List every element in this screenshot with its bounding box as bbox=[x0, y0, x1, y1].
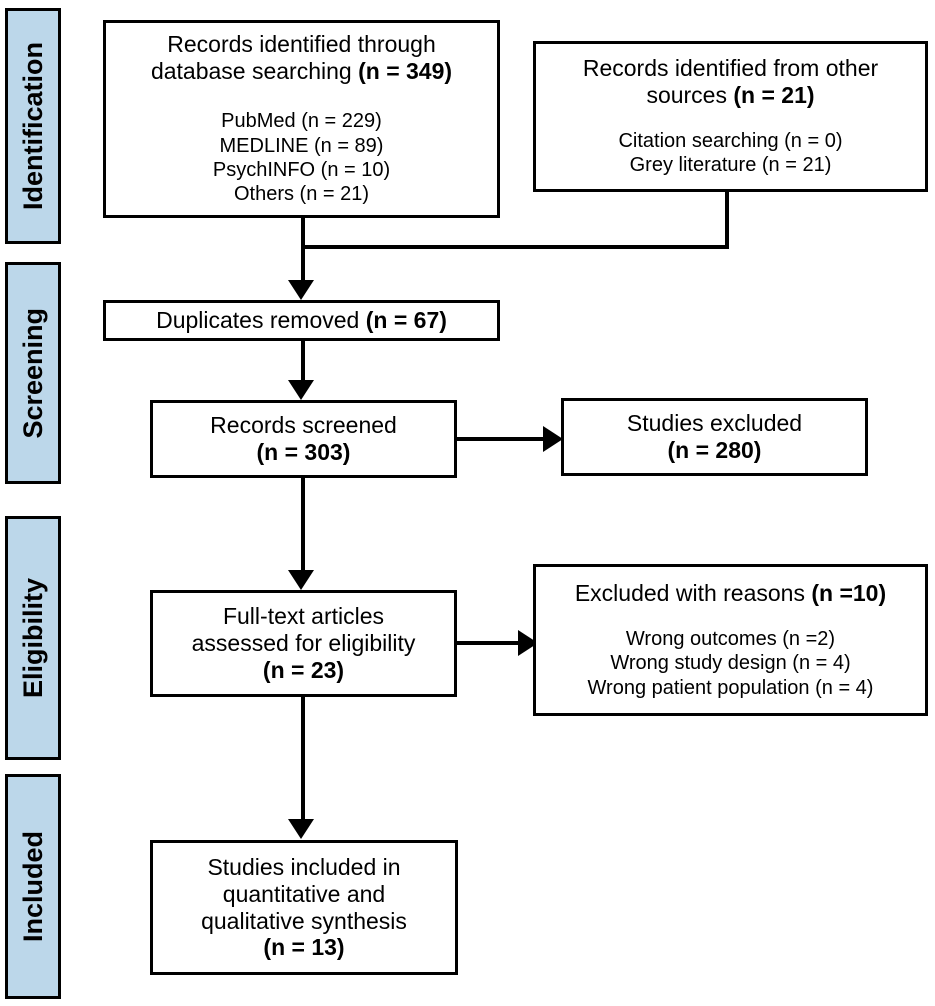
box-studies-excluded-title: Studies excluded bbox=[626, 410, 803, 437]
box-duplicates-title-text: Duplicates removed bbox=[156, 307, 366, 334]
box-records-screened-title: Records screened bbox=[210, 412, 397, 439]
box-duplicates-removed: Duplicates removed (n = 67) bbox=[103, 300, 500, 341]
arrow-into-studies-excluded bbox=[543, 426, 563, 452]
connector-other-sources-down bbox=[725, 190, 729, 249]
connector-identification-stem bbox=[301, 216, 305, 284]
arrow-into-full-text bbox=[288, 570, 314, 590]
connector-other-sources-left bbox=[301, 245, 729, 249]
box-other-sources-title-text: Records identified from other sources bbox=[582, 55, 879, 109]
box-other-sources-details: Citation searching (n = 0) Grey literatu… bbox=[618, 130, 843, 177]
box-database-title-text: Records identified through database sear… bbox=[150, 31, 436, 85]
stage-eligibility-label: Eligibility bbox=[17, 577, 48, 698]
box-excluded-reasons-title-count: (n =10) bbox=[811, 579, 887, 606]
connector-duplicates-to-screened bbox=[301, 338, 305, 384]
stage-screening-label: Screening bbox=[17, 307, 48, 439]
box-excluded-reasons-details: Wrong outcomes (n =2) Wrong study design… bbox=[587, 627, 874, 699]
stage-identification-label: Identification bbox=[17, 42, 48, 210]
box-full-text-title: Full-text articles assessed for eligibil… bbox=[191, 603, 416, 657]
box-records-identified-other: Records identified from other sources (n… bbox=[533, 41, 928, 192]
box-studies-excluded-count: (n = 280) bbox=[668, 437, 762, 464]
box-other-sources-title-count: (n = 21) bbox=[733, 82, 815, 109]
connector-screened-to-excluded bbox=[455, 437, 547, 441]
box-excluded-with-reasons: Excluded with reasons (n =10) Wrong outc… bbox=[533, 564, 928, 716]
arrow-into-studies-included bbox=[288, 819, 314, 839]
connector-fulltext-to-excluded-reasons bbox=[455, 641, 523, 645]
box-studies-excluded-count-text: (n = 280) bbox=[667, 437, 762, 463]
stage-included: Included bbox=[5, 774, 61, 999]
box-database-title-count: (n = 349) bbox=[358, 58, 453, 85]
box-studies-included-count-text: (n = 13) bbox=[263, 934, 345, 961]
box-records-screened-count-text: (n = 303) bbox=[256, 439, 351, 465]
box-other-sources-title: Records identified from other sources (n… bbox=[583, 55, 878, 109]
box-excluded-reasons-title-text: Excluded with reasons bbox=[574, 579, 812, 606]
box-studies-excluded: Studies excluded (n = 280) bbox=[561, 398, 868, 476]
box-duplicates-title: Duplicates removed (n = 67) bbox=[156, 307, 447, 334]
box-records-screened-count: (n = 303) bbox=[257, 439, 351, 466]
box-records-screened: Records screened (n = 303) bbox=[150, 400, 457, 478]
connector-screened-to-fulltext bbox=[301, 475, 305, 574]
stage-included-label: Included bbox=[17, 830, 48, 942]
box-excluded-reasons-title: Excluded with reasons (n =10) bbox=[575, 580, 886, 607]
box-studies-included: Studies included in quantitative and qua… bbox=[150, 840, 458, 975]
stage-screening: Screening bbox=[5, 262, 61, 484]
box-full-text-count-text: (n = 23) bbox=[262, 656, 345, 683]
box-database-details: PubMed (n = 229) MEDLINE (n = 89) PsychI… bbox=[212, 110, 391, 206]
box-full-text-count: (n = 23) bbox=[263, 657, 344, 684]
box-database-title: Records identified through database sear… bbox=[151, 31, 452, 85]
box-duplicates-title-count: (n = 67) bbox=[365, 307, 447, 334]
box-studies-included-count: (n = 13) bbox=[263, 934, 344, 961]
connector-fulltext-to-included bbox=[301, 694, 305, 823]
arrow-into-duplicates bbox=[288, 280, 314, 300]
stage-identification: Identification bbox=[5, 8, 61, 244]
box-full-text-assessed: Full-text articles assessed for eligibil… bbox=[150, 590, 457, 697]
box-records-identified-database: Records identified through database sear… bbox=[103, 20, 500, 218]
arrow-into-records-screened bbox=[288, 380, 314, 400]
box-studies-included-title: Studies included in quantitative and qua… bbox=[201, 853, 407, 934]
stage-eligibility: Eligibility bbox=[5, 516, 61, 760]
